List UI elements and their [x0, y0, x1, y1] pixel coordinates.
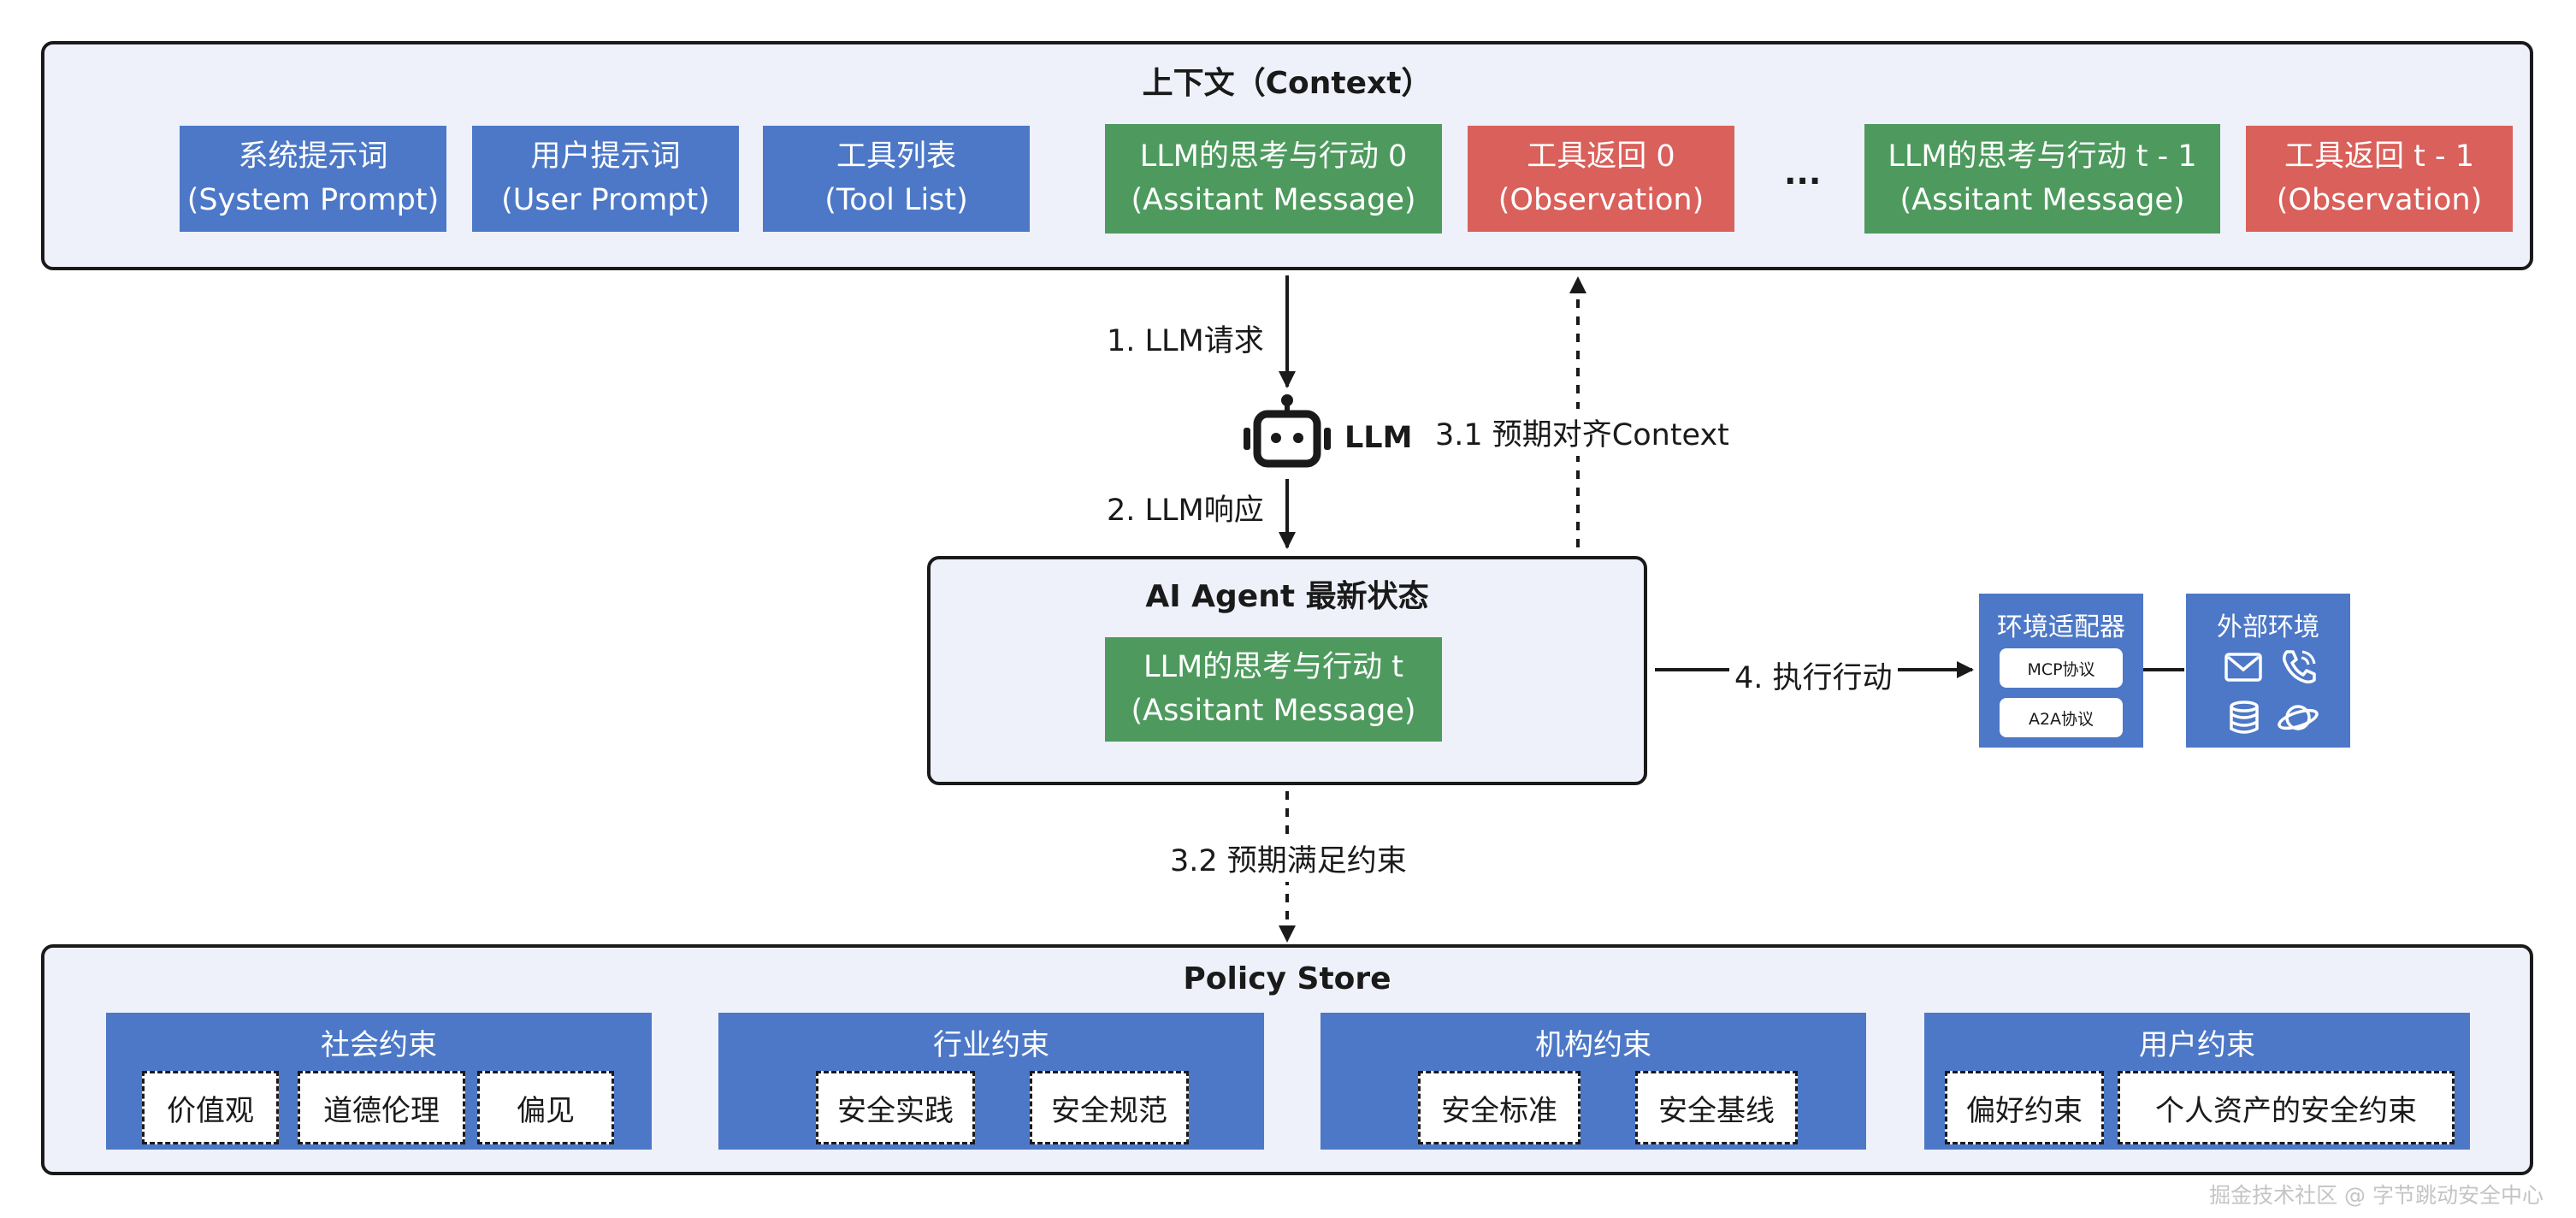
- phone-icon: [2283, 650, 2316, 683]
- constraint-chip: 安全基线: [1635, 1071, 1798, 1144]
- context-item-line1: 工具返回 t - 1: [2284, 139, 2474, 174]
- planet-icon: [2278, 705, 2319, 730]
- context-item-user-prompt: 用户提示词 (User Prompt): [472, 126, 739, 232]
- external-environment: 外部环境: [2186, 594, 2350, 748]
- group-title: 用户约束: [2139, 1028, 2255, 1062]
- context-item-tool-list: 工具列表 (Tool List): [763, 126, 1030, 232]
- constraint-chip: 安全规范: [1030, 1071, 1189, 1144]
- context-item-line2: (Assitant Message): [1131, 183, 1416, 217]
- context-item-line2: (Observation): [1498, 183, 1705, 217]
- agent-title: AI Agent 最新状态: [1145, 579, 1429, 614]
- context-item-line2: (System Prompt): [186, 183, 440, 217]
- environment-title: 外部环境: [2217, 612, 2319, 642]
- llm-label: LLM: [1344, 421, 1413, 455]
- mcp-protocol: MCP协议: [2000, 648, 2123, 688]
- constraint-chip: 道德伦理: [298, 1071, 465, 1144]
- context-item-observation-t-1: 工具返回 t - 1 (Observation): [2246, 126, 2513, 232]
- context-item-line2: (User Prompt): [501, 183, 710, 217]
- agent-line1: LLM的思考与行动 t: [1143, 650, 1404, 685]
- policy-group-user: 用户约束 偏好约束 个人资产的安全约束: [1924, 1013, 2470, 1150]
- robot-icon: [1244, 394, 1331, 468]
- context-item-llm-action-0: LLM的思考与行动 0 (Assitant Message): [1105, 124, 1442, 234]
- constraint-chip: 安全标准: [1418, 1071, 1580, 1144]
- constraint-chip: 安全实践: [816, 1071, 975, 1144]
- context-item-line1: 工具列表: [836, 139, 956, 174]
- watermark: 掘金技术社区 @ 字节跳动安全中心: [2209, 1183, 2544, 1208]
- context-item-line2: (Tool List): [824, 183, 968, 217]
- constraint-chip: 个人资产的安全约束: [2118, 1071, 2455, 1144]
- a2a-protocol: A2A协议: [2000, 698, 2123, 737]
- context-title: 上下文（Context）: [1142, 66, 1433, 101]
- constraint-chip: 偏好约束: [1945, 1071, 2104, 1144]
- environment-adapter: 环境适配器 MCP协议 A2A协议: [1979, 594, 2143, 748]
- database-icon: [2230, 701, 2259, 734]
- adapter-title: 环境适配器: [1997, 612, 2125, 642]
- policy-group-social: 社会约束 价值观 道德伦理 偏见: [106, 1013, 652, 1150]
- agent-llm-action-t: LLM的思考与行动 t (Assitant Message): [1105, 637, 1442, 742]
- step-satisfy-constraints-label: 3.2 预期满足约束: [1165, 835, 1412, 882]
- group-title: 社会约束: [321, 1028, 437, 1062]
- constraint-chip: 价值观: [142, 1071, 279, 1144]
- mail-icon: [2224, 653, 2262, 682]
- step-align-context-label: 3.1 预期对齐Context: [1430, 409, 1734, 456]
- group-title: 行业约束: [933, 1028, 1049, 1062]
- step-llm-request-label: 1. LLM请求: [1102, 315, 1269, 362]
- policy-store-title: Policy Store: [1183, 961, 1391, 996]
- context-item-system-prompt: 系统提示词 (System Prompt): [180, 126, 446, 232]
- group-title: 机构约束: [1535, 1028, 1651, 1062]
- context-item-line1: 用户提示词: [530, 139, 681, 174]
- agent-line2: (Assitant Message): [1131, 694, 1416, 728]
- context-item-line1: 系统提示词: [238, 139, 388, 174]
- context-item-line1: LLM的思考与行动 t - 1: [1888, 139, 2197, 174]
- context-ellipsis: ...: [1784, 154, 1822, 192]
- context-item-observation-0: 工具返回 0 (Observation): [1468, 126, 1734, 232]
- constraint-chip: 偏见: [477, 1071, 614, 1144]
- context-item-line2: (Observation): [2276, 183, 2483, 217]
- step-execute-action-label: 4. 执行行动: [1729, 652, 1898, 699]
- context-item-line2: (Assitant Message): [1900, 183, 2185, 217]
- context-item-line1: 工具返回 0: [1527, 139, 1675, 174]
- policy-group-institution: 机构约束 安全标准 安全基线: [1320, 1013, 1866, 1150]
- context-item-line1: LLM的思考与行动 0: [1139, 139, 1408, 174]
- step-llm-response-label: 2. LLM响应: [1102, 484, 1269, 531]
- policy-group-industry: 行业约束 安全实践 安全规范: [718, 1013, 1264, 1150]
- context-item-llm-action-t-1: LLM的思考与行动 t - 1 (Assitant Message): [1864, 124, 2220, 234]
